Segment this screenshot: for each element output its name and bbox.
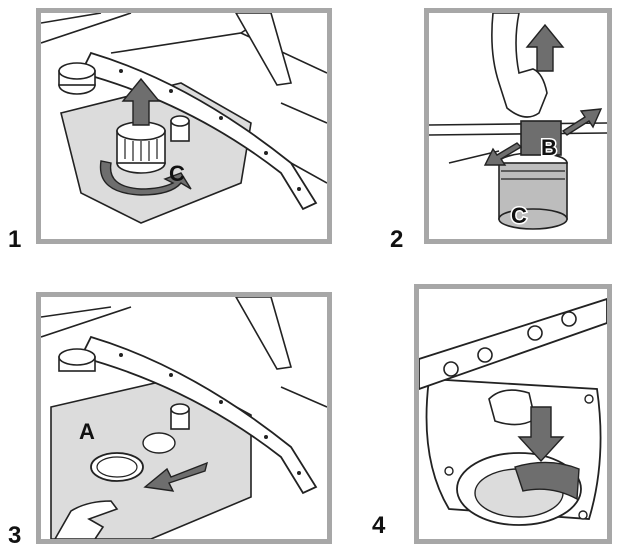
panel-step-4 [414,284,612,544]
nozzle [170,115,190,142]
insert-down-arrow [517,406,565,463]
panel-step-1: C [36,8,332,244]
pull-up-arrow [525,23,565,72]
step-2-number: 2 [390,226,404,253]
cylinder-filter [116,121,166,174]
spray-arm [419,298,607,390]
panel-step-3: A [36,292,332,544]
step-3-number: 3 [8,522,22,549]
illustration-step-4 [419,298,607,526]
callout-b: B [541,135,557,160]
inner-filter-part [520,120,562,156]
callout-c: C [511,203,527,228]
spray-arm [79,335,318,495]
cylinder-filter [498,152,568,230]
filter-insert [514,461,580,501]
salt-cap [58,348,96,372]
panel-step-2: B C [424,8,612,244]
illustration-step-2: B C [429,13,607,230]
rotate-arrow [99,160,192,196]
squeeze-arrow-left [483,142,523,166]
nozzle [170,403,190,430]
callout-a: A [79,419,95,444]
illustration-step-3: A [41,297,327,539]
salt-cap [58,62,96,95]
step-4-number: 4 [372,512,386,539]
squeeze-arrow-right [561,108,603,136]
slide-out-arrow [143,461,209,492]
callout-c: C [169,161,185,186]
hand [491,13,548,118]
illustration-step-1: C [41,13,327,224]
lift-up-arrow [121,77,161,126]
step-1-number: 1 [8,226,22,253]
hand [54,500,119,539]
